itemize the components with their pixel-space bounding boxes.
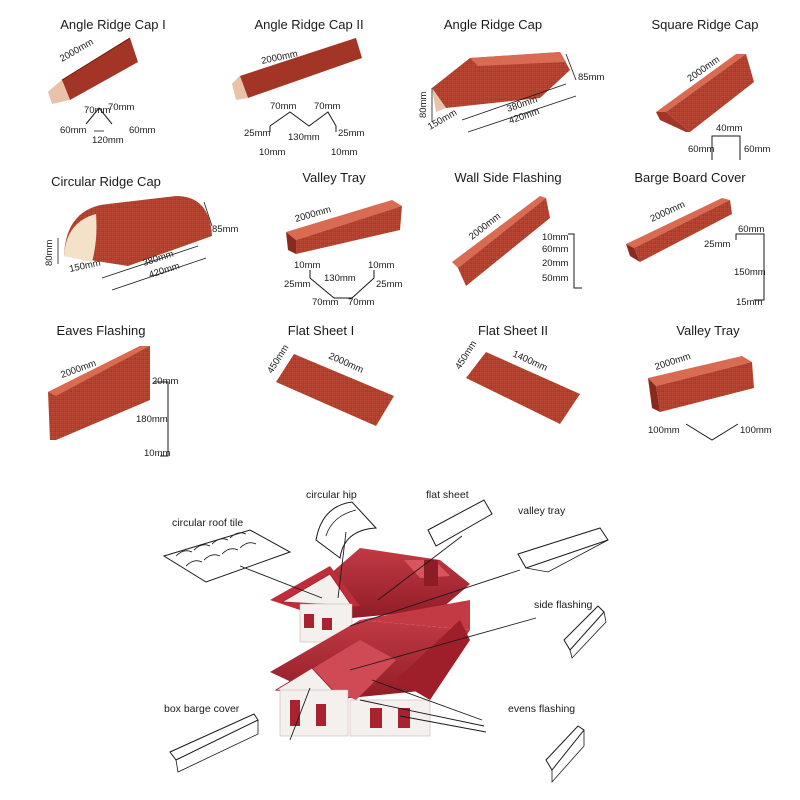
flashing-body: [458, 198, 550, 286]
dim-lower-face: 50mm: [542, 273, 568, 284]
dim-right-lip: 25mm: [376, 279, 402, 290]
leader-lines: [239, 531, 537, 741]
barge-cover-body: [634, 200, 732, 262]
title-valley-tray: Valley Tray: [302, 170, 366, 185]
dim-bottom-lip: 10mm: [144, 448, 170, 459]
product-eaves-flashing: 2000mm 20mm 180mm 10mm: [48, 346, 178, 459]
dim-width: 150mm: [426, 107, 459, 132]
dim-left-edge: 10mm: [294, 260, 320, 271]
ridge-cap-end: [48, 80, 70, 104]
title-flat-sheet-2: Flat Sheet II: [477, 323, 549, 338]
flat-sheet-body: [466, 352, 580, 424]
dim-left-height: 60mm: [60, 125, 86, 136]
product-valley-tray-2: 2000mm 100mm 100mm: [648, 351, 772, 441]
dim-height: 80mm: [418, 92, 429, 118]
product-flat-sheet-2: 450mm 1400mm: [453, 339, 580, 424]
dim-right-slope: 70mm: [108, 102, 134, 113]
title-eaves-flashing: Eaves Flashing: [56, 323, 146, 338]
dim-face-height: 180mm: [136, 414, 168, 425]
dim-top-width: 60mm: [738, 224, 764, 235]
dim-right-slope: 70mm: [348, 297, 374, 308]
product-square-ridge-cap: 2000mm 40mm 60mm 60mm: [656, 54, 770, 160]
product-barge-board-cover: 2000mm 60mm 25mm 150mm 15mm: [626, 198, 766, 308]
label-box-barge-cover: box barge cover: [164, 703, 240, 715]
product-valley-tray: 2000mm 10mm 10mm 130mm 25mm 25mm 70mm 70…: [284, 200, 402, 308]
part-valley-tray: valley tray: [517, 505, 609, 573]
dim-upper-face: 60mm: [542, 244, 568, 255]
dim-right-slope: 70mm: [314, 101, 340, 112]
dim-left-lip: 25mm: [244, 128, 270, 139]
part-circular-hip: circular hip: [306, 489, 378, 559]
label-valley-tray: valley tray: [518, 505, 566, 517]
title-flat-sheet-1: Flat Sheet I: [287, 323, 355, 338]
flat-sheet-body: [276, 354, 394, 426]
title-valley-tray-2: Valley Tray: [676, 323, 740, 338]
dim-inner-lip: 25mm: [704, 239, 730, 250]
dim-height: 80mm: [44, 240, 55, 266]
part-flat-sheet: flat sheet: [426, 489, 493, 547]
dim-overlap: 85mm: [212, 224, 238, 235]
dim-right-edge: 10mm: [331, 147, 357, 158]
dim-width: 130mm: [288, 132, 320, 143]
dim-length: 2000mm: [58, 37, 96, 65]
ridge-cap-face-right: [62, 38, 138, 100]
dim-left-slope: 70mm: [312, 297, 338, 308]
dim-left-slope: 100mm: [648, 425, 680, 436]
product-circular-ridge-cap: 80mm 85mm 380mm 420mm 150mm: [44, 196, 238, 291]
circular-cap-body: [64, 196, 212, 266]
valley-tray-body: [656, 362, 754, 412]
title-angle-ridge-cap-1: Angle Ridge Cap I: [60, 17, 166, 32]
valley-tray-body: [296, 206, 402, 254]
dim-left-slope: 70mm: [84, 105, 110, 116]
eaves-flashing-body: [48, 346, 150, 440]
ridge-cap-face: [666, 54, 754, 132]
label-side-flashing: side flashing: [534, 599, 593, 611]
dim-left-lip: 25mm: [284, 279, 310, 290]
product-angle-ridge-cap: 80mm 85mm 380mm 420mm 150mm: [418, 52, 604, 133]
dim-right-edge: 10mm: [368, 260, 394, 271]
title-barge-board-cover: Barge Board Cover: [634, 170, 746, 185]
dim-step: 20mm: [542, 258, 568, 269]
dim-right-height: 60mm: [744, 144, 770, 155]
roof-house-diagram: [270, 548, 470, 737]
title-angle-ridge-cap: Angle Ridge Cap: [443, 17, 543, 32]
part-box-barge-cover: box barge cover: [164, 703, 259, 773]
product-angle-ridge-cap-2: 2000mm 70mm 70mm 25mm 130mm 25mm 10mm 10…: [232, 38, 364, 158]
title-wall-side-flashing: Wall Side Flashing: [454, 170, 562, 185]
ridge-cap-face-front: [240, 38, 362, 98]
part-side-flashing: side flashing: [534, 599, 607, 659]
dim-right-slope: 100mm: [740, 425, 772, 436]
dim-left-edge: 10mm: [259, 147, 285, 158]
dim-right-height: 60mm: [129, 125, 155, 136]
part-circular-roof-tile: circular roof tile: [162, 517, 292, 583]
dim-right-lip: 25mm: [338, 128, 364, 139]
dim-top-width: 40mm: [716, 123, 742, 134]
label-circular-roof-tile: circular roof tile: [172, 517, 243, 529]
product-flat-sheet-1: 450mm 2000mm: [265, 343, 394, 426]
label-flat-sheet: flat sheet: [426, 489, 469, 501]
dim-top-lip: 10mm: [542, 232, 568, 243]
dim-overlap: 85mm: [578, 72, 604, 83]
dim-left-slope: 70mm: [270, 101, 296, 112]
dim-top-lip: 20mm: [152, 376, 178, 387]
part-evens-flashing: evens flashing: [508, 703, 585, 784]
product-wall-side-flashing: 2000mm 10mm 60mm 20mm 50mm: [452, 196, 582, 289]
dim-width: 120mm: [92, 135, 124, 146]
dim-left-height: 60mm: [688, 144, 714, 155]
circular-cap-end: [64, 214, 97, 262]
dim-width: 130mm: [324, 273, 356, 284]
label-circular-hip: circular hip: [306, 489, 357, 501]
title-circular-ridge-cap: Circular Ridge Cap: [51, 174, 161, 189]
dim-face-height: 150mm: [734, 267, 766, 278]
label-evens-flashing: evens flashing: [508, 703, 575, 715]
dim-bottom-lip: 15mm: [736, 297, 762, 308]
title-angle-ridge-cap-2: Angle Ridge Cap II: [254, 17, 364, 32]
ridge-cap-body: [432, 52, 570, 108]
product-angle-ridge-cap-1: 2000mm 70mm 70mm 60mm 60mm 120mm: [48, 37, 155, 146]
title-square-ridge-cap: Square Ridge Cap: [651, 17, 759, 32]
dim-width: 150mm: [68, 258, 101, 275]
